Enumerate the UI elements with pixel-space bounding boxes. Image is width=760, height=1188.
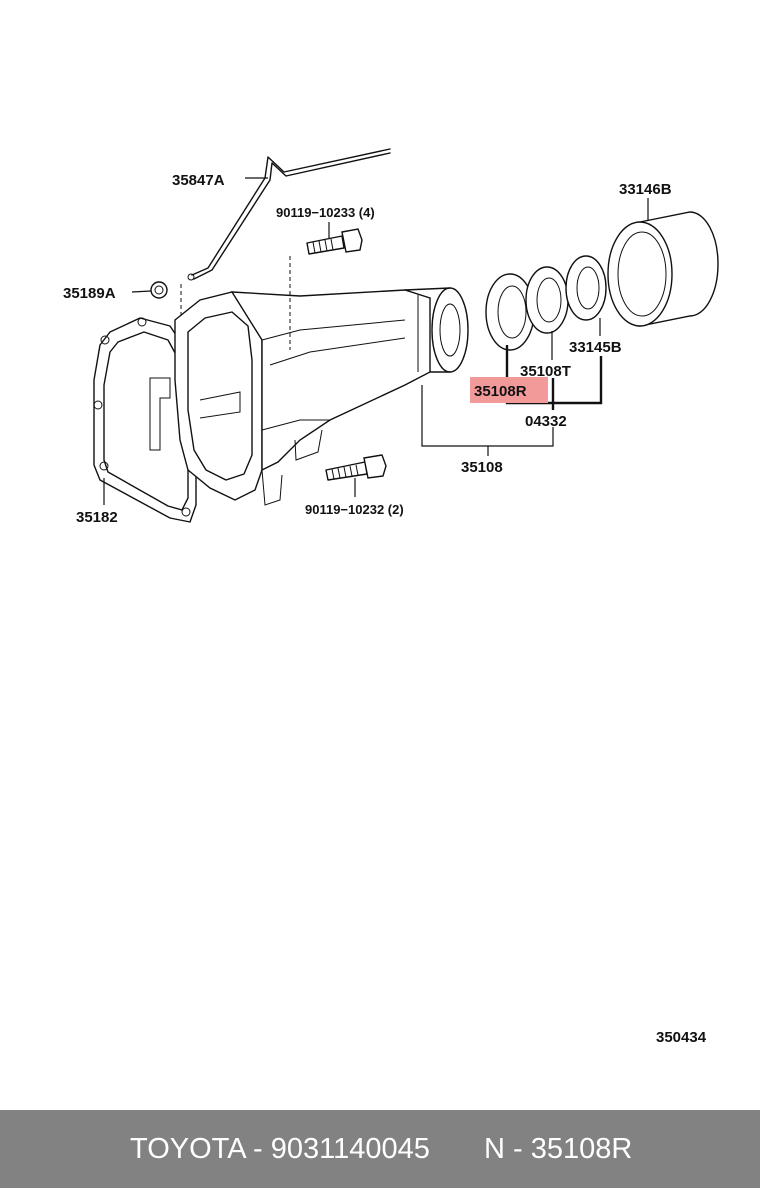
label-33146B: 33146B (619, 181, 672, 198)
label-33145B: 33145B (569, 339, 622, 356)
page-code: 350434 (656, 1029, 707, 1046)
label-90119-10233: 90119−10233 (4) (276, 205, 375, 220)
bushing-35108T (525, 266, 569, 334)
label-35108R: 35108R (474, 383, 527, 400)
plug-35189A (150, 281, 168, 299)
breather-pipe-35847A (187, 148, 391, 281)
seal-35108R (485, 273, 535, 351)
dust-deflector-33146B (607, 211, 719, 327)
bolt-90119-10232 (325, 454, 387, 481)
label-35108T: 35108T (520, 363, 571, 380)
label-90119-10232: 90119−10232 (2) (305, 502, 404, 517)
footer-ref: N - 35108R (484, 1133, 633, 1165)
label-04332: 04332 (525, 413, 567, 430)
label-35182: 35182 (76, 509, 118, 526)
footer-brand-part: TOYOTA - 9031140045 (130, 1133, 430, 1165)
bolt-90119-10233 (306, 228, 363, 255)
parts-diagram: 35847A 90119−10233 (4) 35189A 33146B 331… (63, 148, 719, 1046)
footer-bar: TOYOTA - 9031140045 N - 35108R (0, 1110, 760, 1188)
seal-33145B (565, 255, 607, 321)
highlight-35108R (470, 377, 548, 403)
label-35847A: 35847A (172, 172, 225, 189)
label-35108: 35108 (461, 459, 503, 476)
extension-housing (149, 287, 469, 506)
label-35189A: 35189A (63, 285, 116, 302)
